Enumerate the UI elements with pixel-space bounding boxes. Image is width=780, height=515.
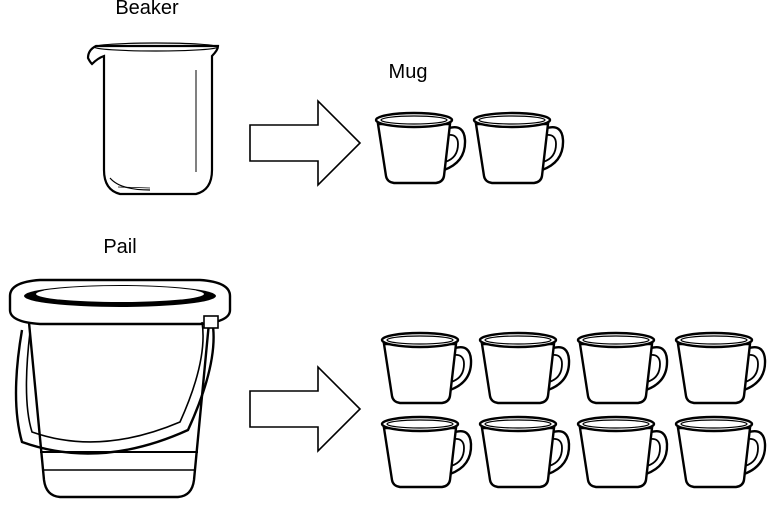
- beaker-icon: [86, 42, 220, 196]
- bottom-arrow-icon: [249, 366, 361, 452]
- mug-icon: [674, 415, 767, 489]
- mug-icon: [374, 111, 467, 185]
- pail-icon: [8, 278, 232, 499]
- mug-icon: [576, 415, 669, 489]
- mug-icon: [380, 415, 473, 489]
- mug-icon: [674, 331, 767, 405]
- top-arrow-icon: [249, 100, 361, 186]
- pail-label: Pail: [103, 236, 136, 258]
- mug-icon: [472, 111, 565, 185]
- mug-label: Mug: [389, 61, 428, 83]
- mug-icon: [478, 415, 571, 489]
- mug-icon: [478, 331, 571, 405]
- mug-icon: [380, 331, 473, 405]
- mug-icon: [576, 331, 669, 405]
- beaker-label: Beaker: [115, 0, 179, 19]
